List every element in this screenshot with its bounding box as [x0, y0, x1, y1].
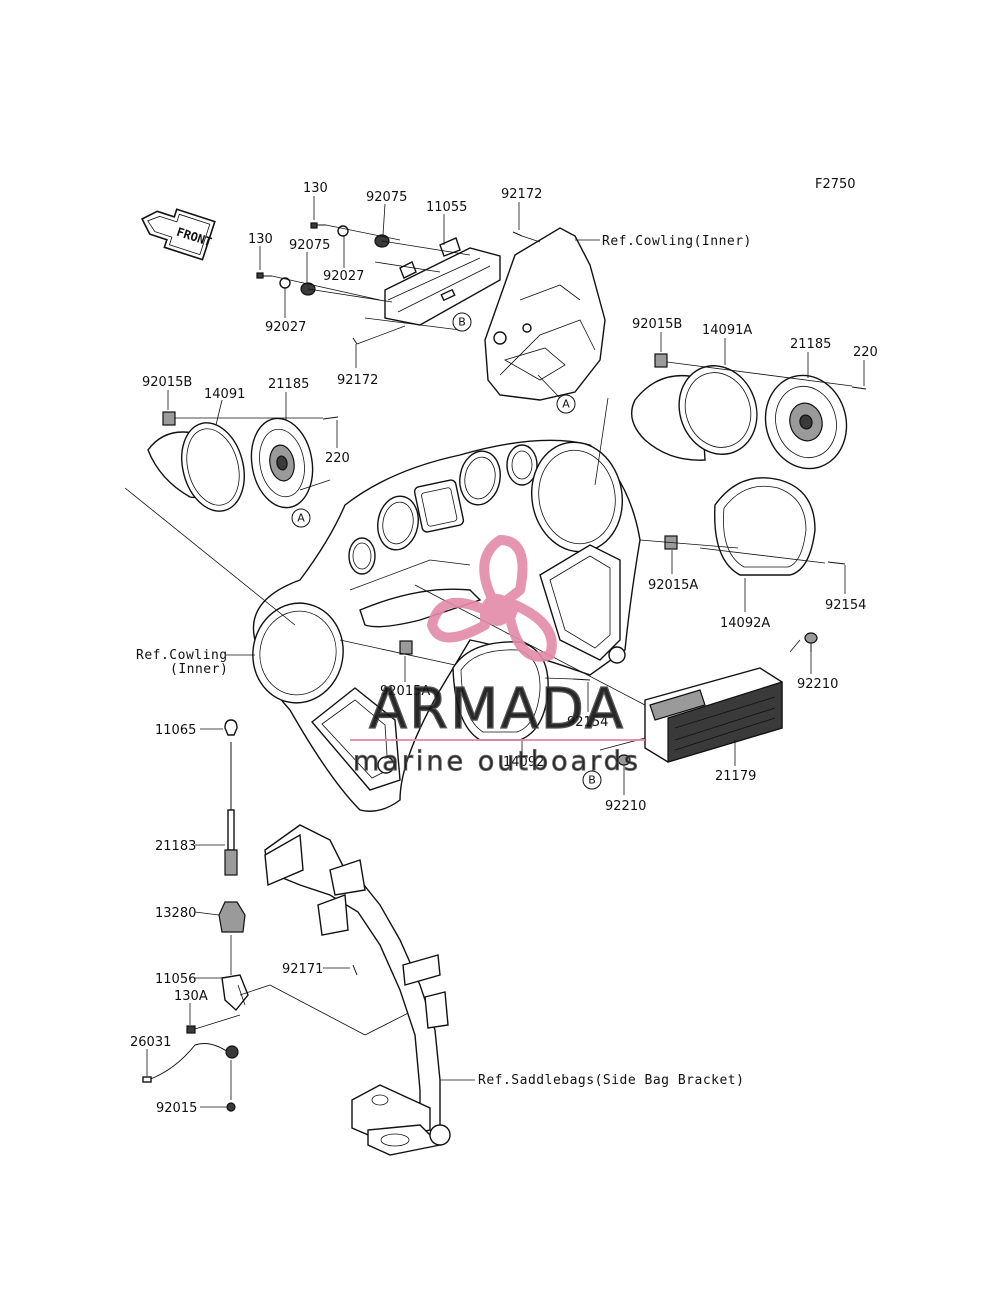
- label-92015A-left: 92015A: [380, 684, 430, 699]
- label-14091A: 14091A: [702, 323, 752, 338]
- left-speaker-group: [147, 411, 339, 512]
- screw-92172-upper: [512, 231, 523, 237]
- label-92015: 92015: [156, 1101, 197, 1116]
- label-130A: 130A: [174, 989, 208, 1004]
- antenna-base-13280: [218, 901, 246, 933]
- label-92027-lower: 92027: [265, 320, 306, 335]
- svg-text:A: A: [562, 398, 570, 411]
- label-92154-right: 92154: [825, 598, 866, 613]
- screw-220-right: [851, 386, 867, 390]
- watermark-tagline: marine outboards: [353, 746, 641, 777]
- side-bag-bracket: [264, 824, 451, 1156]
- label-220-right: 220: [853, 345, 878, 360]
- watermark: ARMADA marine outboards: [350, 535, 645, 777]
- label-92210-upper: 92210: [797, 677, 838, 692]
- label-13280: 13280: [155, 906, 196, 921]
- label-92172-lower: 92172: [337, 373, 378, 388]
- label-220-left: 220: [325, 451, 350, 466]
- label-92210-lower: 92210: [605, 799, 646, 814]
- label-21179: 21179: [715, 769, 756, 784]
- pocket-gasket-14092: [452, 641, 549, 741]
- label-14092: 14092: [503, 755, 544, 770]
- label-92015A-right: 92015A: [648, 578, 698, 593]
- label-92015B-left: 92015B: [142, 375, 192, 390]
- label-14091: 14091: [204, 387, 245, 402]
- right-speaker-group: [631, 353, 867, 470]
- callout-b-top: B: [452, 312, 472, 332]
- label-11055: 11055: [426, 200, 467, 215]
- screw-92171: [352, 964, 358, 976]
- collar-92027-upper: [337, 225, 349, 237]
- label-11056: 11056: [155, 972, 196, 987]
- ref-labels: Ref.Cowling(Inner) Ref.Cowling (Inner) R…: [136, 234, 752, 1088]
- label-14092A: 14092A: [720, 616, 770, 631]
- bracket-11055: [384, 237, 501, 326]
- svg-text:B: B: [588, 774, 596, 787]
- inner-cowling-top: [484, 227, 606, 401]
- label-21183: 21183: [155, 839, 196, 854]
- label-11065: 11065: [155, 723, 196, 738]
- label-92027-upper: 92027: [323, 269, 364, 284]
- collar-92015B-left: [162, 411, 176, 426]
- label-130-lower: 130: [248, 232, 273, 247]
- bolt-130-upper: [310, 222, 326, 229]
- gasket-14091: [181, 422, 245, 512]
- label-92015B-right: 92015B: [632, 317, 682, 332]
- label-92171: 92171: [282, 962, 323, 977]
- collar-92015B-right: [654, 353, 668, 368]
- callout-a-top: A: [556, 394, 576, 414]
- screw-92172-lower: [352, 337, 358, 345]
- front-arrow-icon: FRONT: [140, 208, 216, 261]
- bolt-130A: [186, 1014, 241, 1034]
- label-92075-lower: 92075: [289, 238, 330, 253]
- audio-unit-21179: [644, 667, 783, 763]
- top-bracket-assembly: [256, 222, 606, 401]
- watermark-brand: ARMADA: [369, 677, 625, 742]
- propeller-logo-icon: [427, 535, 557, 662]
- pocket-gasket-14092A: [714, 477, 816, 576]
- diagram-code: F2750: [815, 177, 856, 192]
- part-labels: 130 130 92075 92075 92027 92027 11055 92…: [130, 181, 878, 1116]
- screw-220-left: [322, 416, 339, 420]
- callout-b-bottom: B: [582, 770, 602, 790]
- ref-cowling-left-line2: (Inner): [170, 662, 228, 677]
- speaker-21185-left: [250, 417, 314, 509]
- inner-fairing: [252, 439, 641, 812]
- label-26031: 26031: [130, 1035, 171, 1050]
- svg-text:B: B: [458, 316, 466, 329]
- nut-92015: [226, 1102, 236, 1112]
- antenna-group: [142, 719, 431, 1112]
- ref-cowling-left-line1: Ref.Cowling: [136, 648, 228, 663]
- collar-92015A-left: [399, 640, 413, 655]
- label-130-upper: 130: [303, 181, 328, 196]
- label-92172-upper: 92172: [501, 187, 542, 202]
- cable-26031: [142, 1043, 239, 1083]
- ref-cowling-inner-top: Ref.Cowling(Inner): [602, 234, 752, 249]
- gasket-14091A: [678, 365, 758, 455]
- screw-92154-left: [572, 678, 591, 681]
- screw-92154-right: [827, 561, 846, 565]
- label-21185-right: 21185: [790, 337, 831, 352]
- speaker-21185-right: [764, 374, 848, 470]
- ref-saddlebags: Ref.Saddlebags(Side Bag Bracket): [478, 1073, 744, 1088]
- svg-text:A: A: [297, 512, 305, 525]
- antenna-bracket-11056: [221, 974, 249, 1012]
- label-92154-left: 92154: [567, 715, 608, 730]
- label-21185-left: 21185: [268, 377, 309, 392]
- antenna-tip-11065: [224, 719, 238, 736]
- bolt-92210-upper: [804, 632, 818, 652]
- label-92075-upper: 92075: [366, 190, 407, 205]
- callout-a-left: A: [291, 508, 311, 528]
- bolt-130-lower: [256, 272, 272, 279]
